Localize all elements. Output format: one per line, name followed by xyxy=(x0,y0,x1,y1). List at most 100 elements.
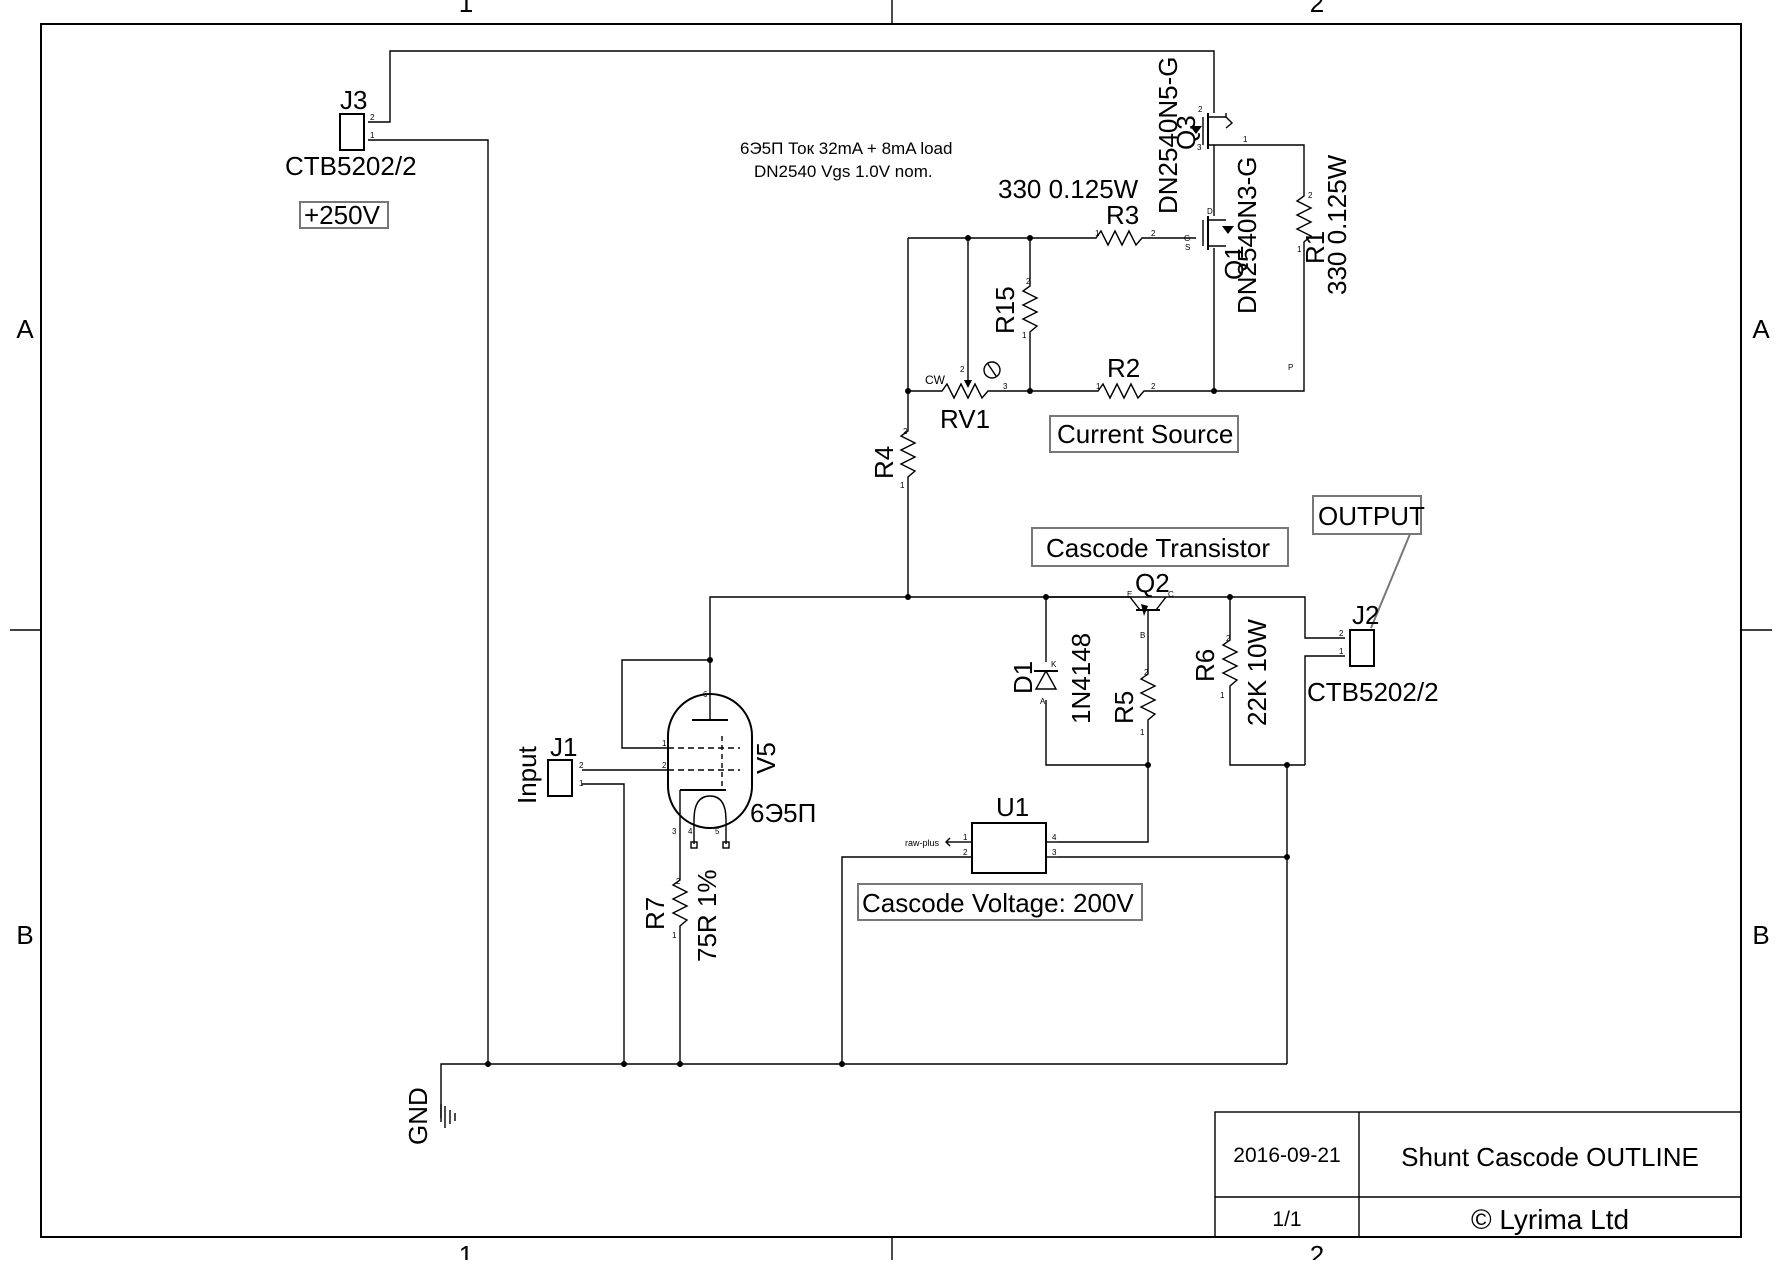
svg-text:1: 1 xyxy=(1022,331,1027,340)
svg-text:D: D xyxy=(1207,207,1213,216)
svg-text:2: 2 xyxy=(370,113,375,122)
j1-ref: J1 xyxy=(550,732,577,762)
svg-text:3: 3 xyxy=(1052,848,1057,857)
q2-ref: Q2 xyxy=(1135,568,1170,598)
svg-text:5: 5 xyxy=(715,827,720,836)
r7-value: 75R 1% xyxy=(692,870,722,963)
r6-ref: R6 xyxy=(1190,649,1220,682)
svg-text:E: E xyxy=(1127,590,1132,599)
mosfet-q3: 2 1 3 DN2540N5-G Q3 xyxy=(1153,56,1248,214)
r1-value: 330 0.125W xyxy=(1322,154,1352,295)
cascode-voltage-text: Cascode Voltage: 200V xyxy=(862,888,1134,918)
svg-text:1: 1 xyxy=(1140,728,1145,737)
r2-ref: R2 xyxy=(1107,353,1140,383)
resistor-r5: 2 1 R5 xyxy=(1109,668,1157,737)
v5-ref: V5 xyxy=(751,742,781,774)
svg-text:C: C xyxy=(1168,590,1174,599)
svg-text:1: 1 xyxy=(1339,647,1344,656)
q1-ref: Q1 xyxy=(1219,245,1249,280)
sheet-frame: 1 2 1 2 A A B B xyxy=(10,0,1772,1265)
output-text: OUTPUT xyxy=(1318,501,1425,531)
r15-ref: R15 xyxy=(990,286,1020,334)
svg-text:2: 2 xyxy=(662,761,667,770)
resistor-r15: 2 1 R15 xyxy=(990,277,1039,340)
column-label-top-1: 1 xyxy=(459,0,473,18)
svg-text:2: 2 xyxy=(963,848,968,857)
svg-text:1: 1 xyxy=(1220,691,1225,700)
rv1-ref: RV1 xyxy=(940,404,990,434)
r4-ref: R4 xyxy=(869,446,899,479)
svg-text:2: 2 xyxy=(1151,382,1156,391)
r6-value: 22K 10W xyxy=(1242,619,1272,726)
cascode-transistor-label: Cascode Transistor xyxy=(1031,527,1289,567)
svg-text:1: 1 xyxy=(370,131,375,140)
cascode-transistor-text: Cascode Transistor xyxy=(1046,533,1270,563)
svg-text:2: 2 xyxy=(960,365,965,374)
resistor-r2: 1 2 R2 xyxy=(1092,353,1156,400)
q3-value: DN2540N5-G xyxy=(1153,56,1183,214)
connector-j3: 2 1 J3 CTB5202/2 xyxy=(285,85,417,181)
design-note-current: 6Э5П Ток 32mA + 8mA load xyxy=(740,139,952,158)
svg-text:S: S xyxy=(1185,243,1190,252)
svg-text:3: 3 xyxy=(1003,382,1008,391)
j1-value: Input xyxy=(512,745,542,804)
svg-text:2: 2 xyxy=(1308,191,1313,200)
svg-text:2: 2 xyxy=(1151,229,1156,238)
potentiometer-rv1: CW 3 2 RV1 xyxy=(925,361,1008,434)
row-label-right-a: A xyxy=(1752,314,1770,344)
resistor-r1: 2 1 R1 330 0.125W P xyxy=(1288,154,1352,372)
svg-text:1: 1 xyxy=(662,739,667,748)
svg-text:1: 1 xyxy=(1096,382,1101,391)
row-label-right-b: B xyxy=(1752,920,1769,950)
supply-voltage-label: +250V xyxy=(299,200,389,230)
svg-text:1: 1 xyxy=(1095,229,1100,238)
r3-value: 330 0.125W xyxy=(998,174,1139,204)
title-block: 2016-09-21 Shunt Cascode OUTLINE 1/1 © L… xyxy=(1214,1111,1742,1238)
u1-ref: U1 xyxy=(996,792,1029,822)
u1-net-label: raw-plus xyxy=(905,838,940,848)
svg-text:1: 1 xyxy=(579,779,584,788)
design-note-vgs: DN2540 Vgs 1.0V nom. xyxy=(754,162,933,181)
q3-ref: Q3 xyxy=(1171,115,1201,150)
resistor-r7: 2 1 R7 75R 1% xyxy=(640,870,722,963)
resistor-r4: 2 1 R4 xyxy=(869,425,917,490)
svg-text:G: G xyxy=(1184,234,1190,243)
wires xyxy=(368,50,1345,1110)
diode-d1: K A D1 1N4148 xyxy=(1008,633,1096,724)
svg-text:1: 1 xyxy=(672,931,677,940)
current-source-label: Current Source xyxy=(1049,415,1239,453)
svg-text:A: A xyxy=(1040,697,1046,706)
d1-value: 1N4148 xyxy=(1066,633,1096,724)
svg-text:2: 2 xyxy=(1026,277,1031,286)
svg-text:2: 2 xyxy=(1144,668,1149,677)
d1-ref: D1 xyxy=(1008,661,1038,694)
r3-ref: R3 xyxy=(1106,200,1139,230)
svg-text:2: 2 xyxy=(1339,629,1344,638)
svg-text:1: 1 xyxy=(963,833,968,842)
q1-value: DN2540N3-G xyxy=(1232,156,1262,314)
title-block-company: © Lyrima Ltd xyxy=(1471,1204,1629,1235)
connector-j2: 2 1 J2 CTB5202/2 xyxy=(1307,600,1439,707)
ground-symbol: GND xyxy=(403,1087,456,1145)
transistor-q2: E C B Q2 xyxy=(1127,568,1174,640)
module-u1: 1 2 4 3 raw-plus U1 xyxy=(905,792,1058,874)
svg-text:4: 4 xyxy=(1052,833,1057,842)
supply-voltage-text: +250V xyxy=(304,200,381,230)
column-label-top-2: 2 xyxy=(1310,0,1324,18)
svg-text:4: 4 xyxy=(688,827,693,836)
svg-text:2: 2 xyxy=(1226,634,1231,643)
cascode-voltage-label: Cascode Voltage: 200V xyxy=(857,883,1143,921)
svg-text:6: 6 xyxy=(703,690,708,699)
j3-value: CTB5202/2 xyxy=(285,151,417,181)
svg-text:1: 1 xyxy=(1297,245,1302,254)
svg-text:2: 2 xyxy=(579,761,584,770)
output-label: OUTPUT xyxy=(1312,495,1425,629)
r5-ref: R5 xyxy=(1109,691,1139,724)
vacuum-tube-v5: 6 1 2 3 4 5 V5 6Э5П xyxy=(662,690,816,849)
title-block-title: Shunt Cascode OUTLINE xyxy=(1401,1142,1699,1172)
j2-ref: J2 xyxy=(1352,600,1379,630)
svg-text:2: 2 xyxy=(1198,105,1203,114)
resistor-r6: 2 1 R6 22K 10W xyxy=(1190,619,1272,726)
